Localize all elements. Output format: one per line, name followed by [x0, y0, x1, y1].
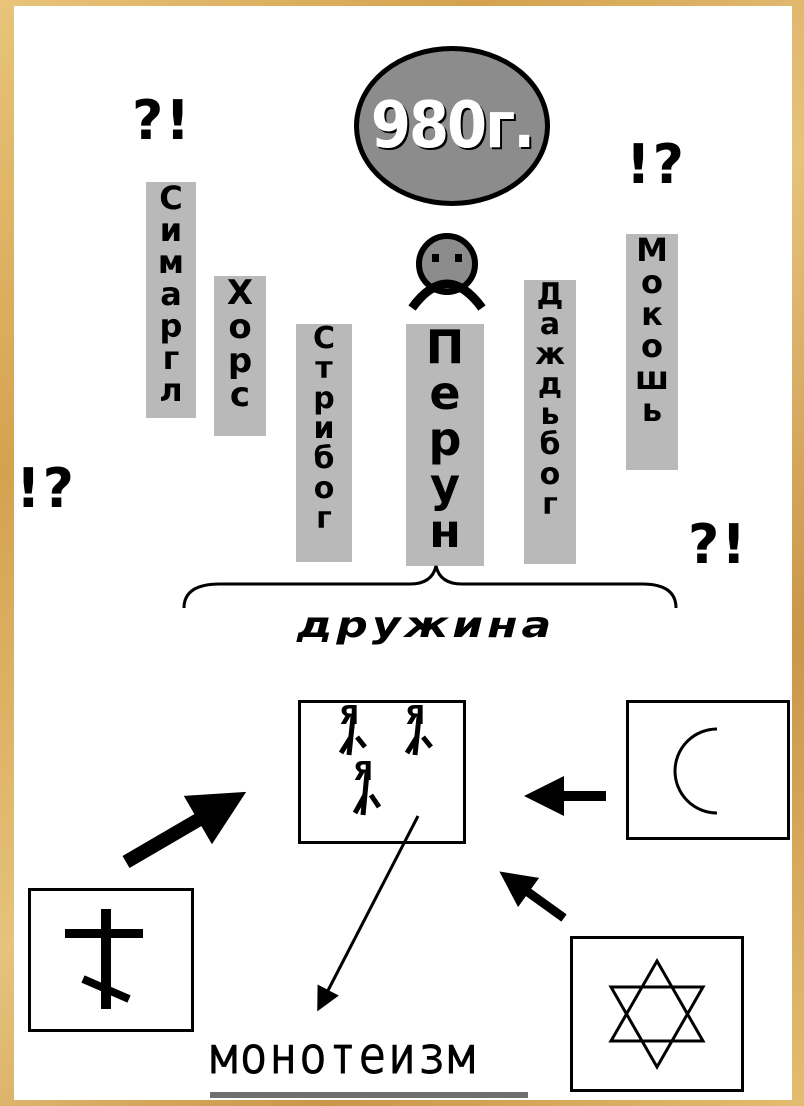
label-letter: ш [635, 359, 669, 397]
label-letter: р [313, 381, 335, 416]
label-letter: р [159, 307, 183, 345]
judaism-box [570, 936, 744, 1092]
label-letter: б [313, 441, 335, 476]
label-letter: Д [536, 277, 564, 312]
label-letter: р [428, 412, 462, 466]
label-letter: и [313, 411, 335, 446]
label-letter: г [162, 339, 180, 377]
label-letter: с [229, 375, 251, 415]
orthodox-cross-icon [65, 909, 143, 1009]
year-circle: 980г. [354, 46, 550, 206]
label-letter: о [539, 457, 561, 492]
label-letter: о [641, 263, 663, 301]
arrows-layer [122, 776, 606, 1012]
label-letter: н [429, 504, 461, 558]
label-letter: о [313, 471, 335, 506]
label-letter: д [537, 367, 563, 402]
label-letter: г [316, 501, 332, 536]
label-letter: С [312, 321, 336, 356]
druzhina-label: дружина [296, 605, 556, 646]
label-letter: е [429, 366, 461, 420]
arrow-center-to-monotheism [317, 815, 420, 1012]
label-letter: С [159, 179, 183, 217]
punct-top-right: !? [626, 133, 686, 196]
islam-box [626, 700, 790, 840]
label-letter: б [539, 427, 561, 462]
label-letter: М [636, 231, 668, 269]
label-letter: ж [535, 337, 565, 372]
ya-letter-3: Я [353, 757, 374, 787]
punct-mid-left: !? [16, 457, 76, 520]
punct-mid-right: ?! [688, 513, 748, 576]
center-box: Я Я Я [298, 700, 466, 844]
label-letter: а [160, 275, 182, 313]
monotheism-underline [210, 1092, 528, 1098]
arrow-cross-to-center [122, 791, 247, 869]
crescent-icon [673, 727, 718, 815]
label-letter: у [430, 458, 460, 512]
label-letter: г [542, 487, 558, 522]
label-letter: и [159, 211, 183, 249]
label-letter: Х [226, 273, 254, 313]
curly-brace [182, 565, 678, 609]
arrow-star-to-center [499, 871, 567, 922]
label-letter: а [539, 307, 561, 342]
ya-letter-2: Я [405, 701, 426, 731]
label-letter: ь [540, 397, 560, 432]
frown-face-icon [408, 233, 486, 311]
star-of-david-icon [608, 957, 706, 1071]
label-letter: т [315, 351, 333, 386]
label-letter: к [641, 295, 663, 333]
ya-figures [338, 716, 433, 816]
year-label: 980г. [370, 89, 535, 163]
label-letter: о [641, 327, 663, 365]
punct-top-left: ?! [132, 89, 192, 152]
christianity-box [28, 888, 194, 1032]
label-letter: м [157, 243, 185, 281]
ya-letter-1: Я [339, 701, 360, 731]
label-letter: л [159, 371, 183, 409]
monotheism-label: монотеизм [210, 1023, 478, 1087]
label-letter: р [227, 341, 253, 381]
label-letter: о [228, 307, 252, 347]
label-letter: ь [641, 391, 663, 429]
label-letter: П [425, 320, 465, 374]
